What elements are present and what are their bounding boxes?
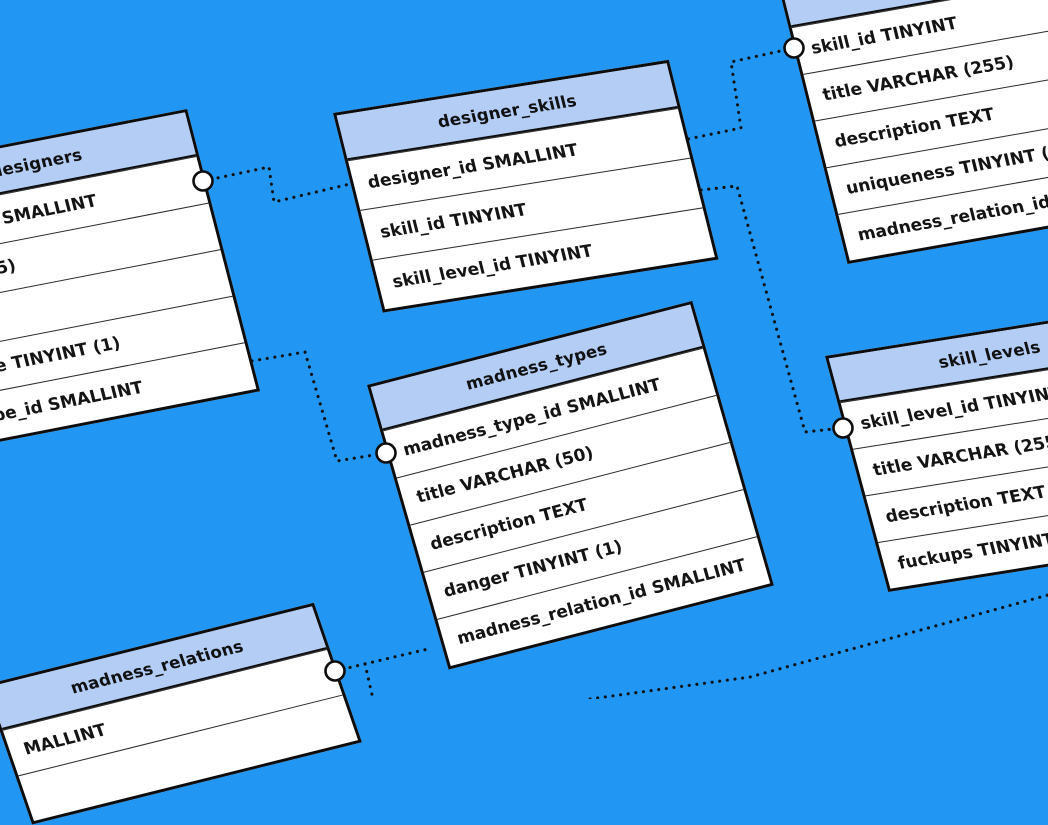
connector-designers-madness-types [250,350,388,463]
table-madness-types[interactable]: madness_types madness_type_id SMALLINT t… [367,300,774,670]
table-skills[interactable]: skill_id TINYINT title VARCHAR (255) des… [777,0,1048,265]
table-designer-skills[interactable]: designer_skills designer_id SMALLINT ski… [333,59,719,313]
connector-designer-skills-skill-levels [699,184,845,434]
connector-designers-designer-skills [201,165,352,204]
connector-skills-designer-skills [686,46,796,141]
table-madness-relations[interactable]: madness_relations MALLINT [0,602,362,825]
connector-madness-relations-madness-types [333,647,430,673]
connector-madness-relations-offscreen [363,662,375,699]
table-designers[interactable]: designers SMALLINT HAR (255) e TINYINT (… [0,108,261,453]
table-skill-levels[interactable]: skill_levels skill_level_id TINYINT titl… [825,305,1048,593]
